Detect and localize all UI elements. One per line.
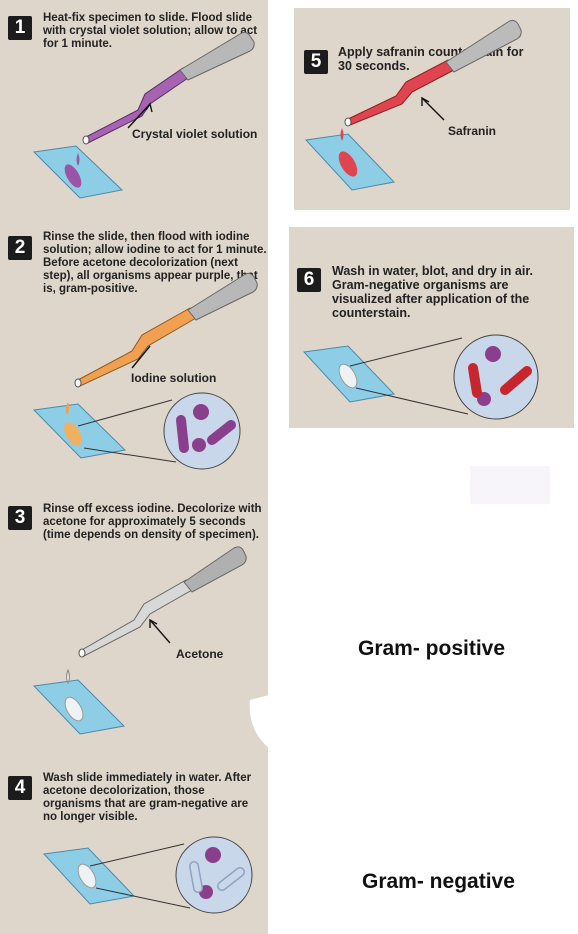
gram-positive-label: Gram- positive bbox=[358, 637, 506, 660]
step-1-illustration bbox=[32, 31, 255, 199]
step-3-badge: 3 bbox=[8, 506, 32, 530]
step-5-illustration bbox=[304, 19, 522, 191]
step-4-illustration bbox=[42, 836, 253, 914]
dropper-crystal-violet bbox=[82, 31, 255, 145]
slide-2 bbox=[32, 402, 127, 459]
dropper-safranin bbox=[344, 19, 522, 127]
slide-5 bbox=[304, 128, 395, 191]
step-6-badge: 6 bbox=[297, 268, 321, 292]
step-2-illustration bbox=[32, 272, 258, 470]
safranin-label: Safranin bbox=[448, 124, 497, 138]
slide-4 bbox=[42, 847, 136, 905]
step-4-badge: 4 bbox=[8, 776, 32, 800]
step-2-badge: 2 bbox=[8, 236, 32, 260]
dropper-acetone bbox=[78, 546, 247, 658]
gram-negative-label: Gram- negative bbox=[362, 870, 515, 893]
step-3-illustration bbox=[32, 546, 247, 735]
dropper-iodine bbox=[74, 272, 258, 388]
step-1-text: Heat-fix specimen to slide. Flood slide … bbox=[43, 12, 258, 50]
slide-3 bbox=[32, 668, 126, 735]
step-3-text: Rinse off excess iodine. Decolorize with… bbox=[43, 503, 262, 541]
magnified-view-2 bbox=[163, 392, 241, 470]
magnified-view-6 bbox=[453, 334, 539, 420]
step-5-badge: 5 bbox=[304, 50, 328, 74]
iodine-label: Iodine solution bbox=[131, 371, 217, 385]
step-1-badge: 1 bbox=[8, 16, 32, 40]
step-4-text: Wash slide immediately in water. After a… bbox=[43, 772, 252, 823]
slide-1 bbox=[32, 145, 124, 199]
acetone-label: Acetone bbox=[176, 647, 224, 661]
step-6-text: Wash in water, blot, and dry in air. Gra… bbox=[332, 264, 533, 320]
magnified-view-4 bbox=[175, 836, 253, 914]
step-2-text: Rinse the slide, then flood with iodine … bbox=[43, 231, 267, 295]
crystal-violet-label: Crystal violet solution bbox=[132, 127, 258, 141]
slide-6 bbox=[302, 345, 396, 403]
step-6-illustration bbox=[302, 334, 539, 420]
